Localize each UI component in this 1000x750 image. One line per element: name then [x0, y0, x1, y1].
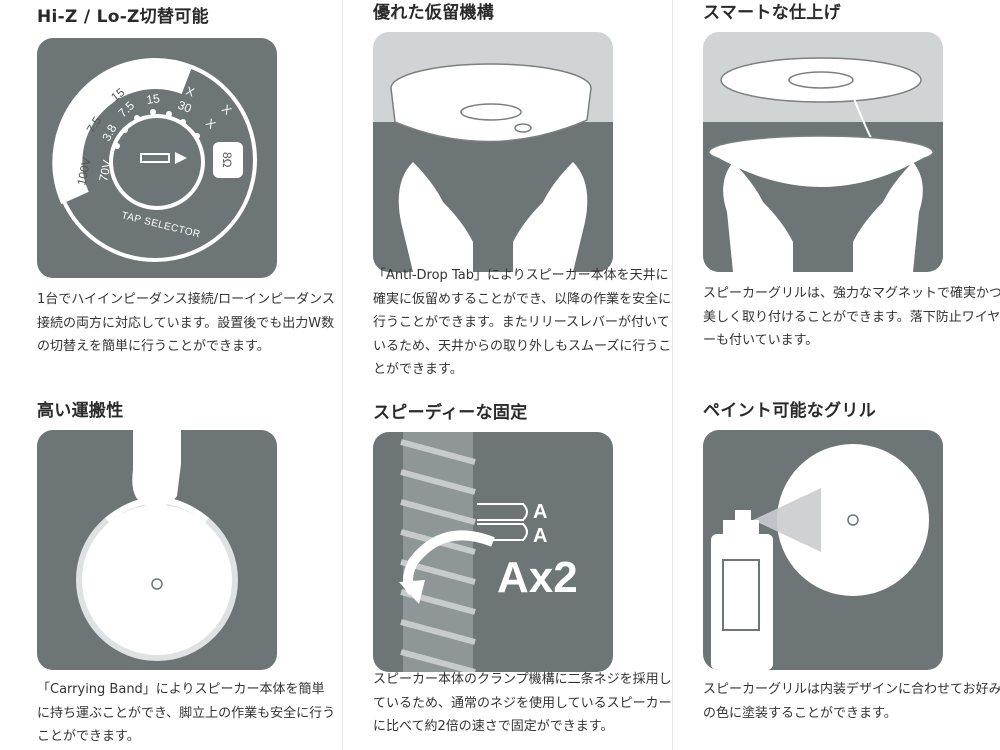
feature-title: スマートな仕上げ [703, 3, 841, 23]
feature-description: 「Carrying Band」によりスピーカー本体を簡単に持ち運ぶことができ、脚… [37, 682, 336, 744]
feature-title: 高い運搬性 [37, 401, 124, 421]
column-divider [342, 0, 343, 750]
ring-label-70v: 70V [96, 159, 114, 183]
tap-selector-dial: 100V 70V 8Ω 7.5 15 30 X 3.8 7.5 15 30 X … [52, 58, 257, 262]
feature-paintable-grille: ペイント可能なグリル スピーカーグリルは内装デザインに合わせてお好みの色に塗装す… [703, 400, 1000, 750]
feature-carrying: 高い運搬性 「Carrying Band」によりスピーカー本体を簡単に持ち運ぶこ… [37, 400, 337, 750]
carrying-band-illustration [76, 430, 238, 661]
speed-multiplier-label: Ax2 [497, 553, 578, 602]
feature-speedy-fixing: スピーディーな固定 A A Ax2 スピーカー本体のクランプ機構に二条ネジを採用… [373, 402, 673, 750]
tap-selector-illustration: 100V 70V 8Ω 7.5 15 30 X 3.8 7.5 15 30 X … [37, 38, 277, 278]
feature-description: スピーカー本体のクランプ機構に二条ネジを採用しているため、通常のネジを使用してい… [373, 672, 672, 734]
feature-title: ペイント可能なグリル [703, 401, 876, 421]
ring-label-100v: 100V [74, 156, 94, 186]
feature-description: スピーカーグリルは、強力なマグネットで確実かつ美しく取り付けることができます。落… [703, 286, 1000, 348]
tap-70v-3: 15 [145, 91, 160, 107]
column-divider [672, 0, 673, 750]
double-thread-screw-illustration: A A Ax2 [399, 432, 578, 672]
feature-title: スピーディーな固定 [373, 403, 528, 423]
speaker-mount-illustration [373, 63, 613, 272]
tap-70v-4: 30 [176, 98, 194, 116]
paint-illustration [703, 430, 943, 670]
feature-title: 優れた仮留機構 [373, 3, 495, 23]
feature-description: スピーカーグリルは内装デザインに合わせてお好みの色に塗装することができます。 [703, 682, 1000, 721]
feature-description: 1台でハイインピーダンス接続/ローインピーダンス接続の両方に対応しています。設置… [37, 292, 335, 354]
thread-label-a1: A [533, 501, 547, 523]
magnetic-grille-illustration [703, 57, 943, 272]
screw-illustration: A A Ax2 [373, 432, 613, 672]
feature-anti-drop: 優れた仮留機構 「Anti-Drop Tab」によりスピーカー本体を天井に確実に… [373, 2, 673, 392]
anti-drop-illustration [373, 32, 613, 272]
thread-label-a2: A [533, 525, 547, 547]
carrying-illustration [37, 430, 277, 670]
tap-70v-5: X [203, 116, 218, 132]
feature-description: 「Anti-Drop Tab」によりスピーカー本体を天井に確実に仮留めすることが… [373, 268, 672, 377]
feature-smart-finish: スマートな仕上げ スピーカーグリルは、強力なマグネットで確実かつ美しく取り付ける… [703, 2, 1000, 372]
grille-illustration [703, 32, 943, 272]
feature-title: Hi-Z / Lo-Z切替可能 [37, 7, 209, 27]
ohm-label: 8Ω [220, 152, 234, 168]
tap-100v-3: 30 [146, 76, 161, 91]
spray-paint-illustration [711, 444, 929, 670]
feature-hiz-loz: Hi-Z / Lo-Z切替可能 100V 70V 8Ω 7.5 15 30 [37, 6, 337, 376]
